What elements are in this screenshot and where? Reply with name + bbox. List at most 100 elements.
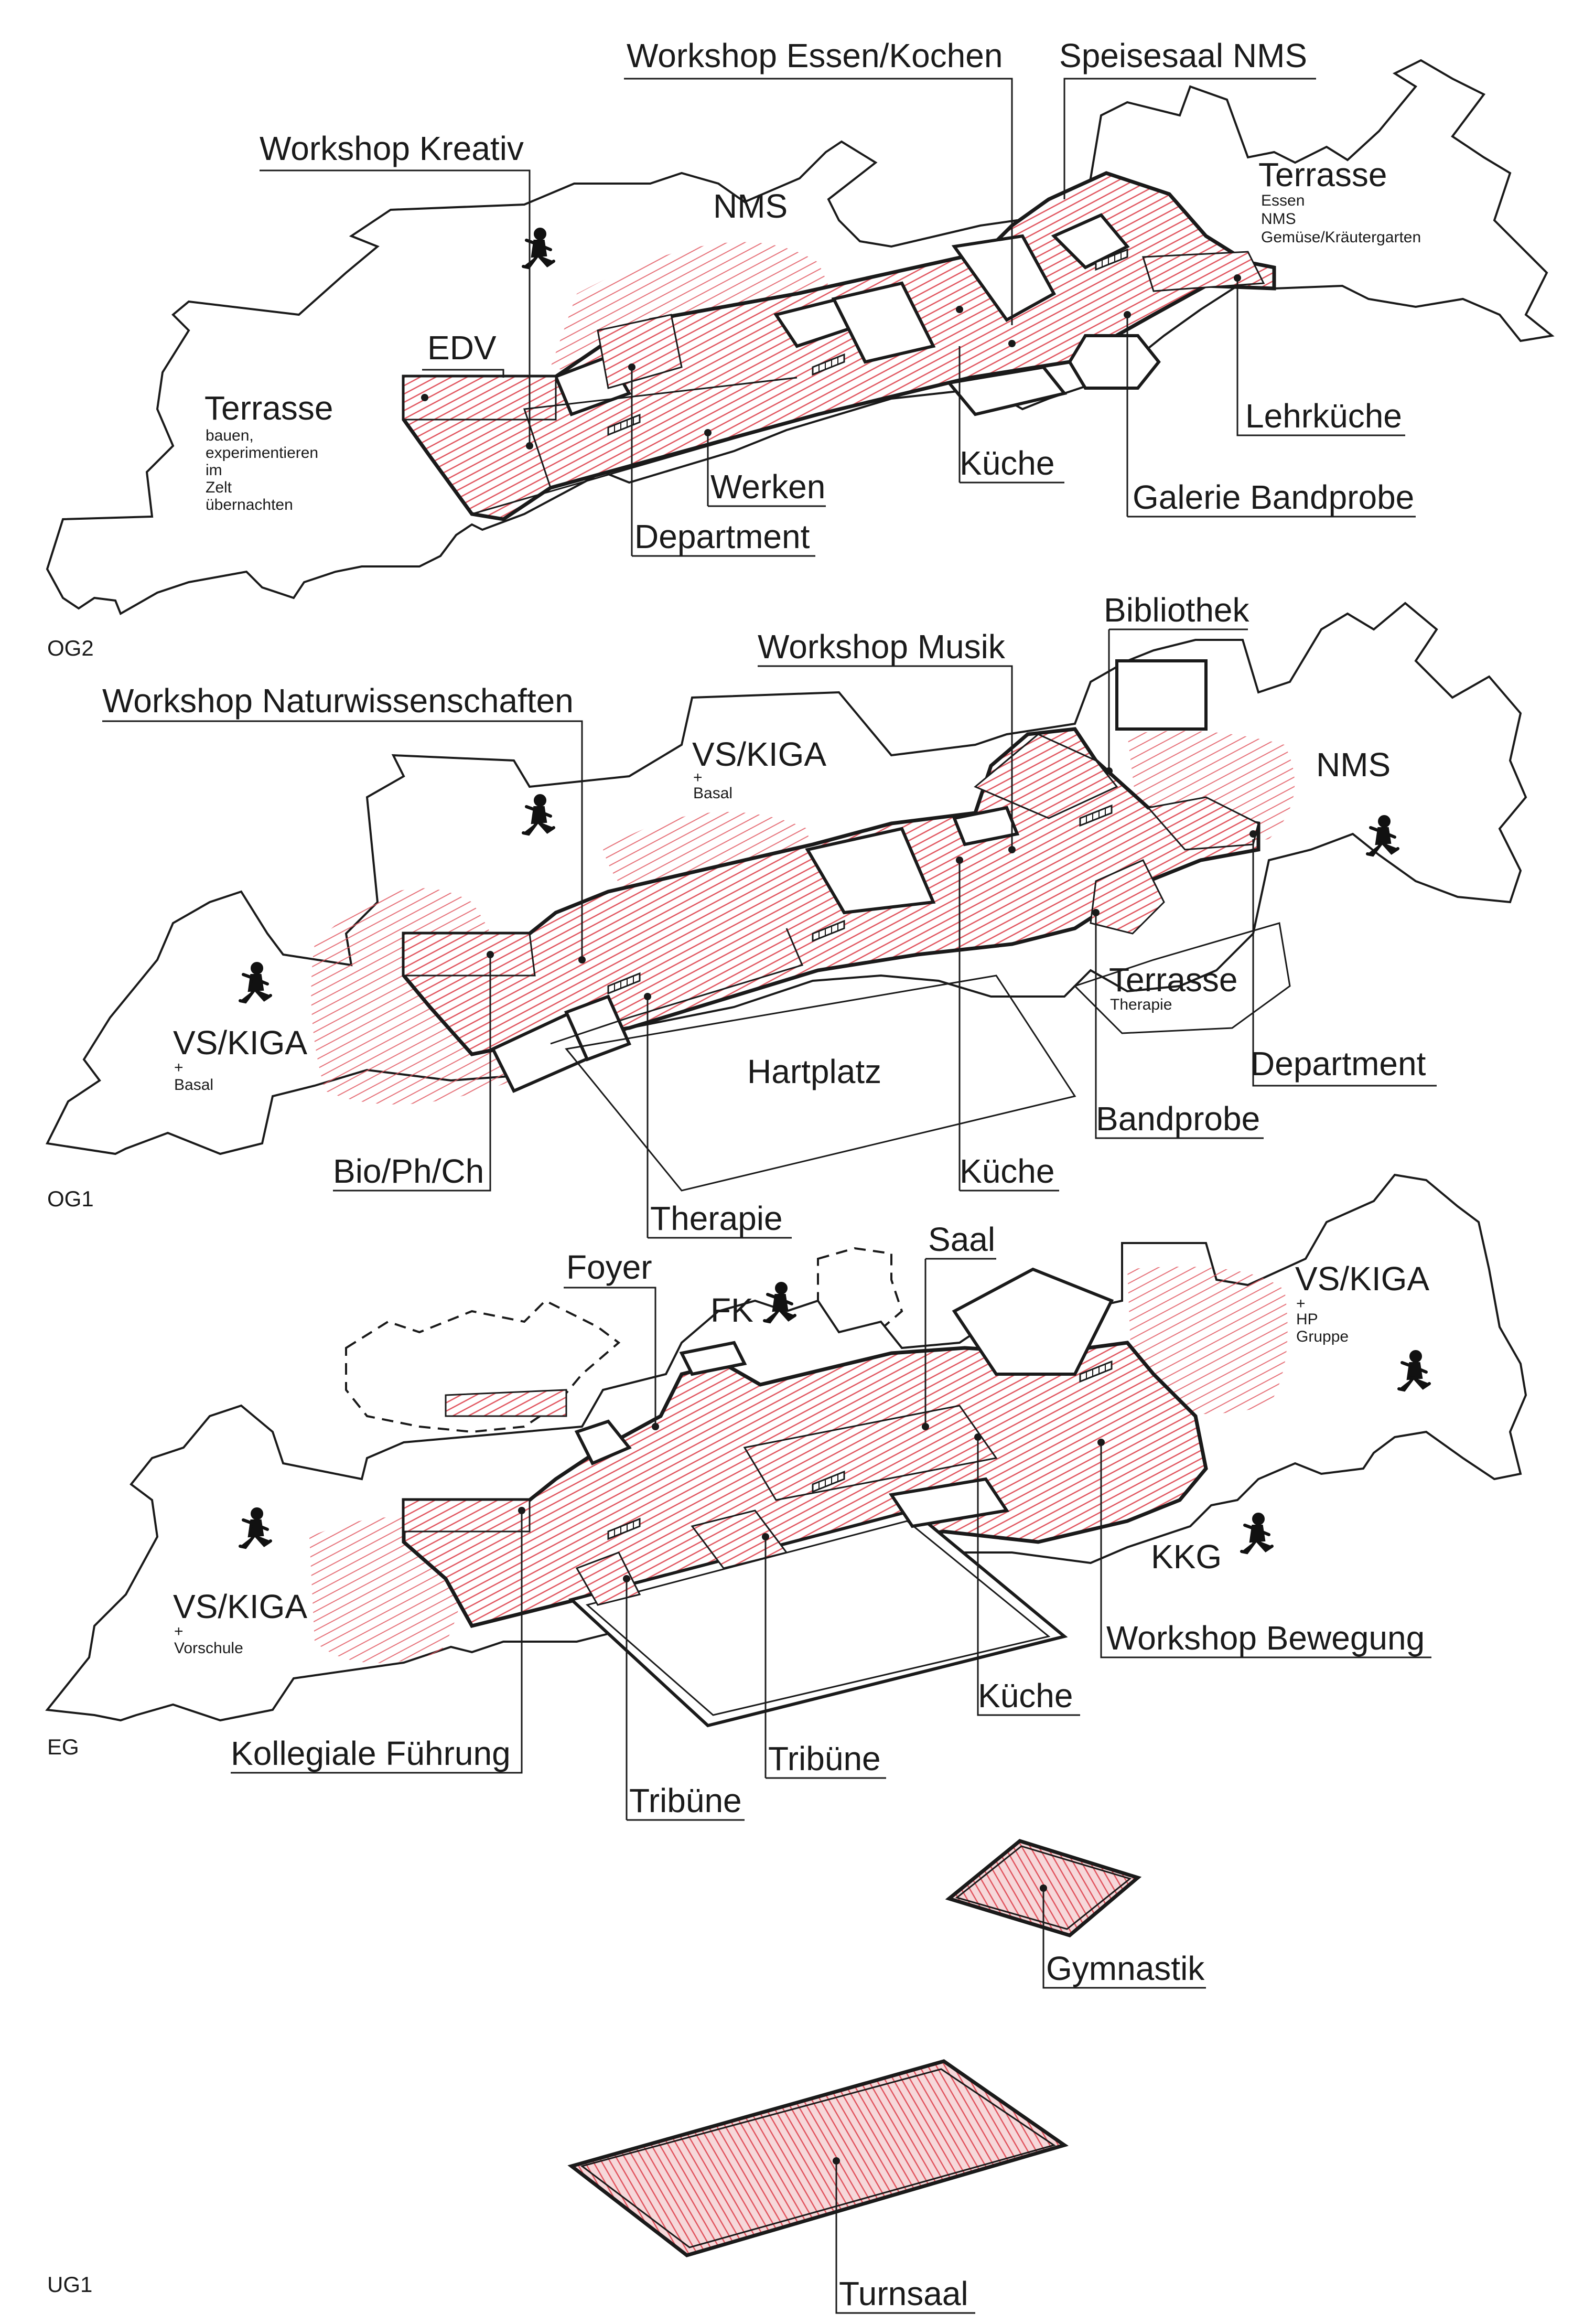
eg-hall-floor — [568, 1508, 1068, 1728]
label-og1-nms: NMS — [1316, 746, 1391, 784]
label-og2-galerie-bandprobe: Galerie Bandprobe — [1133, 478, 1414, 516]
og2-lehrkueche — [1141, 251, 1265, 292]
level-label-eg: EG — [47, 1734, 79, 1759]
leader-og2-galerie — [1126, 315, 1416, 518]
og2-werken-line — [471, 377, 818, 515]
leader-og2-edv — [422, 369, 504, 378]
level-og2: Workshop Essen/Kochen Speisesaal NMS Wor… — [46, 37, 1555, 660]
label-eg-tribuene-2: Tribüne — [768, 1740, 881, 1777]
label-og1-bibliothek: Bibliothek — [1104, 591, 1250, 629]
leader-og1-bibliothek — [1108, 628, 1248, 771]
label-ug1-turnsaal: Turnsaal — [839, 2275, 968, 2312]
label-og2-terrasse-left-sub2: experimentieren — [206, 444, 318, 462]
leader-dots — [421, 274, 1241, 449]
label-eg-kueche: Küche — [978, 1677, 1073, 1715]
label-eg-vs-kiga-right-plus: + — [1296, 1295, 1306, 1312]
level-label-og1: OG1 — [47, 1186, 94, 1211]
label-og2-terrasse-left-sub1: bauen, — [206, 427, 254, 444]
leader-eg-kueche — [977, 1437, 1080, 1716]
leader-ug1-gymnastik — [1042, 1888, 1206, 1989]
label-og2-workshop-essen-kochen: Workshop Essen/Kochen — [627, 37, 1003, 74]
leader-eg-kollegiale — [231, 1511, 523, 1774]
label-og1-kueche: Küche — [960, 1152, 1054, 1190]
eg-saal-box — [952, 1267, 1114, 1376]
label-og1-bandprobe: Bandprobe — [1096, 1100, 1260, 1138]
leader-og1-bandprobe — [1095, 913, 1264, 1139]
leader-og2-essen — [624, 78, 1013, 325]
eg-hall-inner — [585, 1520, 1051, 1716]
og1-room-musik — [974, 733, 1118, 819]
label-og1-bio-ph-ch: Bio/Ph/Ch — [333, 1152, 484, 1190]
label-og2-terrasse-right: Terrasse — [1258, 156, 1387, 194]
label-og2-terrasse-left-sub5: übernachten — [206, 496, 293, 513]
label-ug1-gymnastik: Gymnastik — [1046, 1950, 1205, 1987]
og2-room-kreativ — [597, 314, 683, 389]
og1-werk-line — [550, 928, 804, 1045]
level-eg: Foyer Saal FK VS/KIGA + HP Gruppe VS/KIG… — [45, 1173, 1527, 1821]
eg-tribuene-1 — [575, 1551, 641, 1606]
og2-main-zone — [402, 171, 1276, 521]
level-ug1: Gymnastik Turnsaal UG1 — [47, 1839, 1206, 2314]
og2-galerie — [1068, 334, 1161, 390]
eg-glow-right — [1127, 1267, 1288, 1414]
leader-og2-kreativ — [260, 169, 531, 446]
label-og2-terrasse-right-sub1: Essen — [1261, 192, 1305, 209]
og2-void-2 — [831, 281, 936, 364]
leader-og1-kueche — [958, 860, 1059, 1192]
ug1-gymnastik-inner — [955, 1845, 1132, 1930]
label-og2-kueche: Küche — [960, 444, 1054, 482]
eg-tribuene-2 — [691, 1509, 788, 1569]
label-eg-foyer: Foyer — [566, 1248, 652, 1286]
label-og2-werken: Werken — [710, 468, 825, 506]
label-og1-vs-kiga-top-sub: Basal — [693, 785, 732, 802]
leader-ug1-turnsaal — [835, 2161, 975, 2314]
label-eg-saal: Saal — [928, 1220, 995, 1258]
eg-void-2 — [679, 1341, 747, 1376]
label-og2-nms: NMS — [713, 187, 788, 225]
label-eg-tribuene-1: Tribüne — [629, 1782, 742, 1819]
label-eg-kollegiale-fuehrung: Kollegiale Führung — [231, 1734, 511, 1772]
eg-void-1 — [574, 1419, 632, 1465]
leader-eg-tribuene-1 — [626, 1579, 745, 1821]
leader-dots — [518, 1423, 1105, 1582]
ug1-turnsaal — [567, 2059, 1069, 2257]
leader-og1-natur — [102, 720, 583, 960]
label-og2-terrasse-left: Terrasse — [204, 389, 333, 427]
leader-eg-saal — [924, 1258, 996, 1427]
label-eg-workshop-bewegung: Workshop Bewegung — [1106, 1619, 1425, 1657]
og1-bibliothek-box — [1115, 659, 1208, 731]
label-og1-vs-kiga-top: VS/KIGA — [692, 735, 826, 773]
label-eg-vs-kiga-left-sub: Vorschule — [174, 1640, 243, 1657]
label-og1-vs-kiga-top-plus: + — [693, 769, 703, 786]
label-og2-terrasse-left-sub4: Zelt — [206, 479, 232, 496]
leader-dots — [487, 767, 1257, 1000]
eg-saal-line — [743, 1405, 998, 1501]
leader-og2-speisesaal — [1063, 78, 1316, 199]
label-og1-hartplatz: Hartplatz — [747, 1053, 881, 1090]
label-eg-vs-kiga-right-sub2: Gruppe — [1296, 1328, 1349, 1345]
og2-void-3 — [951, 234, 1057, 322]
og2-void-5 — [946, 365, 1068, 416]
ug1-turnsaal-inner — [580, 2068, 1056, 2248]
leader-eg-tribuene-2 — [764, 1537, 886, 1779]
label-eg-vs-kiga-right: VS/KIGA — [1295, 1260, 1429, 1298]
leader-og2-lehrkueche — [1236, 278, 1405, 436]
og1-terrasse-outline — [1073, 922, 1291, 1034]
label-og1-terrasse-sub: Therapie — [1110, 996, 1172, 1013]
leader-og1-department — [1252, 839, 1437, 1087]
label-og1-department: Department — [1251, 1045, 1426, 1083]
label-og1-workshop-musik: Workshop Musik — [758, 628, 1006, 666]
og1-room-bandprobe — [1090, 859, 1165, 935]
og1-room-bio — [403, 933, 536, 977]
label-og2-terrasse-left-sub3: im — [206, 462, 222, 479]
label-og2-workshop-kreativ: Workshop Kreativ — [260, 130, 524, 167]
leader-og2-werken — [707, 433, 826, 507]
label-og1-workshop-naturwissenschaften: Workshop Naturwissenschaften — [102, 682, 574, 720]
leader-og1-bio — [333, 955, 491, 1192]
level-og1: Bibliothek Workshop Musik Workshop Natur… — [45, 591, 1527, 1239]
eg-dashed-fk — [817, 1247, 903, 1344]
leader-eg-foyer — [564, 1287, 656, 1427]
label-og2-speisesaal-nms: Speisesaal NMS — [1059, 37, 1307, 74]
label-og2-terrasse-right-sub2: NMS — [1261, 210, 1296, 228]
